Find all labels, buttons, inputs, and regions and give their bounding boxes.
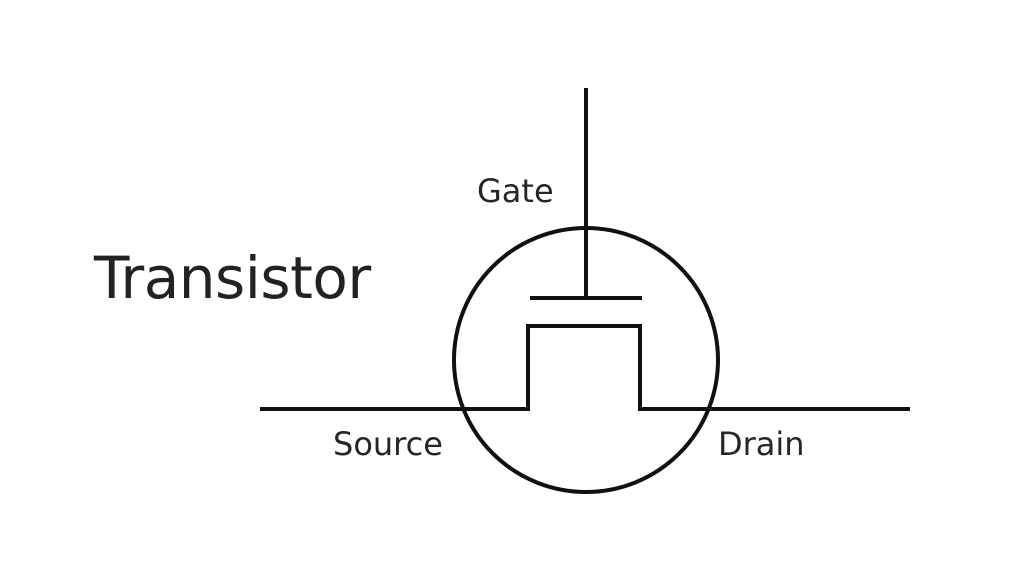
gate-label: Gate: [477, 172, 554, 210]
diagram-title: Transistor: [94, 244, 371, 312]
channel-path: [260, 324, 910, 411]
source-label: Source: [333, 425, 443, 463]
drain-label: Drain: [718, 425, 805, 463]
